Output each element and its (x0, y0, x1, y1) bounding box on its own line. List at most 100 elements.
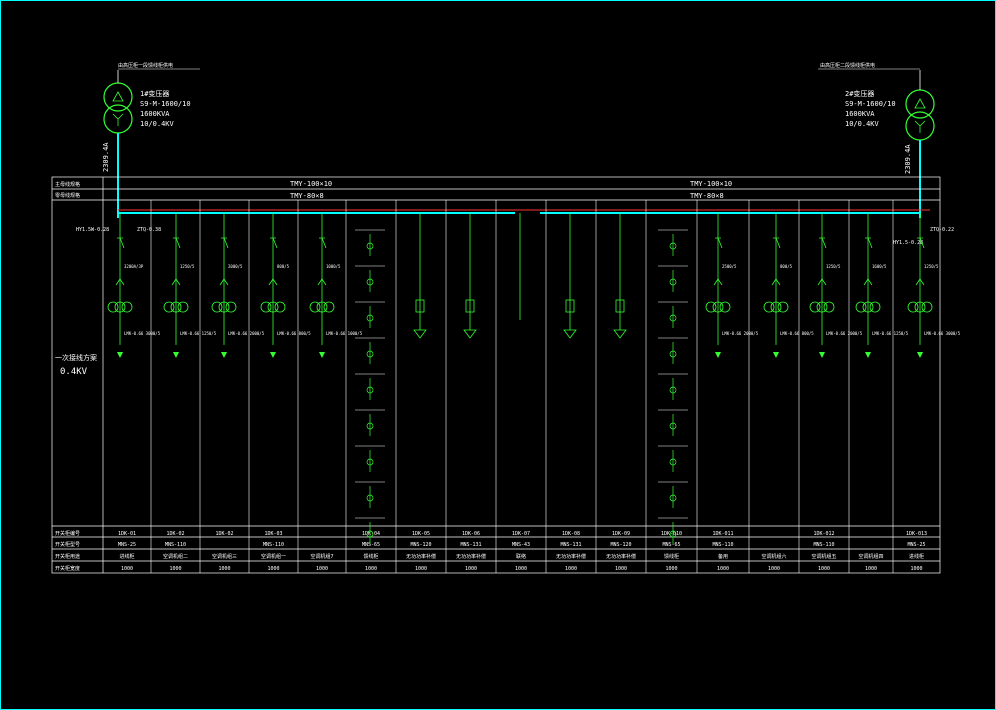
breaker-symbol (270, 237, 278, 249)
outgoing-arrow (117, 352, 123, 358)
breaker-rating: 1250/5 (826, 264, 841, 269)
ct-phase-a (107, 301, 119, 313)
outgoing-arrow (221, 352, 227, 358)
switch-symbol (317, 278, 327, 286)
arrester-right-1: HY1.5-0.28 (893, 240, 923, 246)
sub-circuit-ct (669, 494, 677, 502)
panel-number: 1DK-01 (118, 531, 136, 537)
transformer-1: 由高压柜一段馈线柜供电 1#变压器 S9-M-1600/10 1600KVA 1… (102, 62, 200, 172)
panel-type: MNS-25 (907, 542, 925, 548)
ct-phase-c (225, 301, 237, 313)
ct-phase-c (274, 301, 286, 313)
ct-rating: LMK-0.66 3000/5 (124, 331, 161, 336)
outgoing-arrow (773, 352, 779, 358)
capacitor-bank (615, 299, 625, 313)
panel-number: 1DK-06 (462, 531, 480, 537)
panel-width: 1000 (768, 566, 780, 572)
panel-number: 1DK-02 (166, 531, 184, 537)
panel-type: MNS-110 (813, 542, 834, 548)
switch-symbol (115, 278, 125, 286)
row-label-number: 开关柜编号 (55, 530, 80, 537)
capacitor-triangle (463, 329, 477, 339)
switch-symbol (771, 278, 781, 286)
breaker-symbol (917, 237, 925, 249)
panel-number: 1DK-011 (712, 531, 733, 537)
panel-type: MNS-131 (460, 542, 481, 548)
ct-rating: LMK-0.66 2000/5 (228, 331, 265, 336)
panel-use: 馈线柜 (664, 553, 679, 560)
panel-type: MNS-25 (118, 542, 136, 548)
ct-rating: LMK-0.66 3000/5 (924, 331, 961, 336)
ct-phase-a (163, 301, 175, 313)
breaker-rating: 1600/5 (872, 264, 887, 269)
panel-width: 1000 (865, 566, 877, 572)
ct-phase-b (316, 301, 328, 313)
breaker-symbol (221, 237, 229, 249)
breaker-rating: 1250/5 (924, 264, 939, 269)
breaker-symbol (819, 237, 827, 249)
panel-use: 无功功率补偿 (456, 553, 486, 560)
breaker-rating: 1250/5 (180, 264, 195, 269)
capacitor-triangle (413, 329, 427, 339)
sub-circuit-ct (669, 242, 677, 250)
ct-phase-b (170, 301, 182, 313)
breaker-rating: 2000/5 (228, 264, 243, 269)
sub-circuit-ct (669, 458, 677, 466)
panel-number: 1DK-012 (813, 531, 834, 537)
panel-number: 1DK-010 (661, 531, 682, 537)
panel-use: 空调机组四 (858, 553, 883, 560)
breaker-symbol (773, 237, 781, 249)
panel-number: 1DK-02 (215, 531, 233, 537)
arrester-left-2: ZTQ-0.38 (137, 227, 161, 233)
panel-width: 1000 (218, 566, 230, 572)
switch-symbol (219, 278, 229, 286)
panel-number: 1DK-07 (512, 531, 530, 537)
scheme-label: 一次接线方案 (55, 353, 97, 362)
transformer-2-current: 2309.4A (904, 144, 912, 174)
neutral-busbar-right: TMY-80×8 (690, 192, 724, 200)
ct-phase-b (114, 301, 126, 313)
neutral-busbar-left: TMY-80×8 (290, 192, 324, 200)
transformer-2-capacity: 1600KVA (845, 110, 875, 118)
sub-circuit-ct (366, 386, 374, 394)
panel-use: 空调机组一 (261, 553, 286, 560)
voltage-label: 0.4KV (60, 367, 88, 377)
main-busbar-label: 主母线规格 (55, 181, 80, 188)
capacitor-bank (565, 299, 575, 313)
switch-symbol (713, 278, 723, 286)
panel-number: 1DK-09 (612, 531, 630, 537)
sub-circuit-ct (366, 278, 374, 286)
switch-symbol (915, 278, 925, 286)
transformer-1-supply: 由高压柜一段馈线柜供电 (118, 62, 173, 69)
panel-type: MNS-120 (610, 542, 631, 548)
ct-rating: LMK-0.66 1250/5 (872, 331, 909, 336)
transformer-1-model: S9-M-1600/10 (140, 100, 191, 108)
sub-circuit-ct (669, 314, 677, 322)
panel-number: 1DK-05 (412, 531, 430, 537)
ct-phase-c (177, 301, 189, 313)
panel-width: 1000 (121, 566, 133, 572)
neutral-busbar-label: 零母线规格 (55, 192, 80, 199)
breaker-rating: 800/5 (780, 264, 793, 269)
panel-width: 1000 (169, 566, 181, 572)
panel-width: 1000 (365, 566, 377, 572)
outgoing-arrow (917, 352, 923, 358)
ct-rating: LMK-0.66 800/5 (780, 331, 814, 336)
outgoing-arrow (715, 352, 721, 358)
transformer-1-current: 2309.4A (102, 142, 110, 172)
main-busbar-right: TMY-100×10 (690, 180, 732, 188)
capacitor-triangle (613, 329, 627, 339)
sub-circuit-ct (669, 350, 677, 358)
panel-use: 空调机组五 (811, 553, 836, 560)
panel-use: 空调机组二 (163, 553, 188, 560)
panel-use: 进线柜 (909, 553, 924, 560)
ct-phase-a (907, 301, 919, 313)
ct-phase-c (869, 301, 881, 313)
outgoing-arrow (319, 352, 325, 358)
panel-type: MNS-110 (165, 542, 186, 548)
capacitor-triangle (563, 329, 577, 339)
panel-type: MNS-131 (560, 542, 581, 548)
breaker-symbol (319, 237, 327, 249)
ct-phase-a (809, 301, 821, 313)
